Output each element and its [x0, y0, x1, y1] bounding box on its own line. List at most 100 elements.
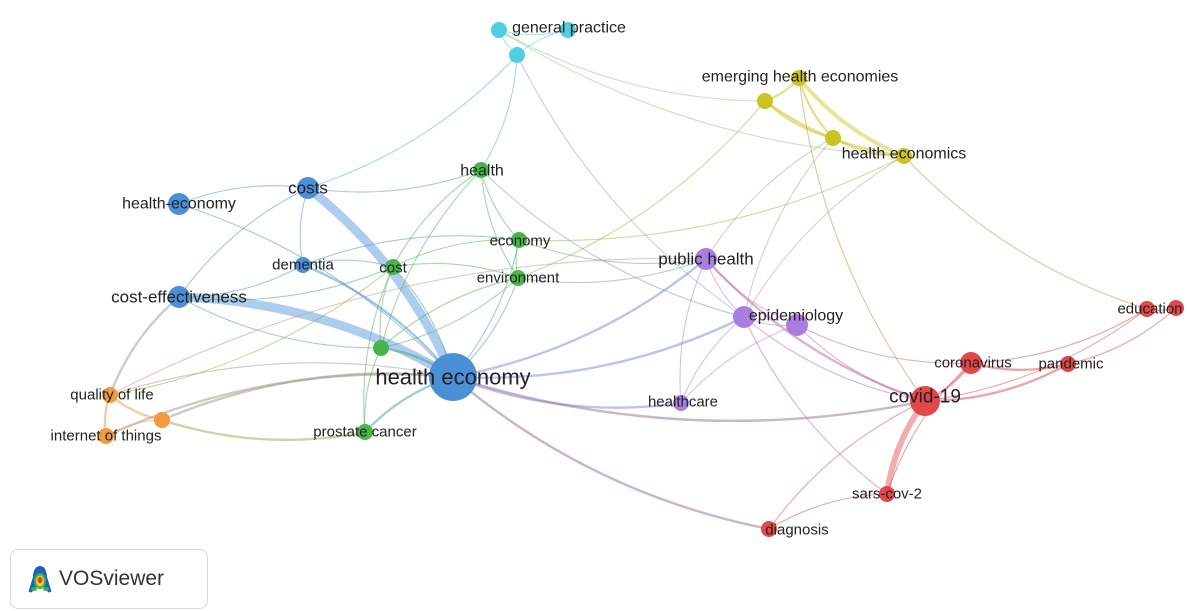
link-costs-dementia	[299, 187, 309, 266]
label-dementia[interactable]: dementia	[272, 257, 334, 274]
label-health[interactable]: health	[460, 163, 504, 180]
link-health-economy	[480, 169, 520, 241]
node-health-economy[interactable]	[429, 353, 477, 401]
link-economy-health-economics	[518, 155, 905, 242]
node-yellow-b[interactable]	[791, 70, 807, 86]
node-general-practice[interactable]	[491, 22, 507, 38]
label-diagnosis[interactable]: diagnosis	[765, 522, 828, 539]
node-cost[interactable]	[385, 259, 401, 275]
node-costs[interactable]	[297, 177, 319, 199]
node-yellow-c[interactable]	[825, 130, 841, 146]
brand-name: VOSviewer	[59, 567, 165, 590]
link-environment-green-unlabeled	[380, 277, 519, 349]
link-yellow-b-covid-19	[798, 77, 926, 402]
label-health-economics[interactable]: health economics	[842, 146, 967, 163]
label-health-economy-2[interactable]: health-economy	[122, 196, 236, 213]
link-health-economy-public-health	[451, 257, 708, 379]
label-healthcare[interactable]: healthcare	[648, 394, 718, 411]
link-costs-cost-effectiveness	[178, 187, 309, 298]
network-links	[103, 29, 1177, 531]
node-prostate-cancer[interactable]	[357, 424, 373, 440]
link-purple-b-healthcare	[680, 324, 798, 404]
node-internet-of-things[interactable]	[98, 428, 114, 444]
link-cost-effectiveness-quality-of-life	[108, 295, 181, 397]
link-yellow-c-public-health	[705, 137, 834, 260]
link-economy-cost	[392, 239, 520, 268]
label-costs[interactable]: costs	[288, 179, 328, 198]
node-sars-cov-2[interactable]	[879, 486, 895, 502]
link-health-economics-education	[903, 155, 1148, 310]
label-prostate-cancer[interactable]: prostate cancer	[313, 424, 416, 441]
label-education[interactable]: education	[1117, 301, 1182, 318]
label-health-economy[interactable]: health economy	[375, 365, 530, 390]
link-costs-cyan-c	[307, 54, 518, 189]
link-yellow-b-health-economics	[797, 76, 906, 158]
node-cyan-c[interactable]	[509, 47, 525, 63]
node-diagnosis[interactable]	[761, 521, 777, 537]
label-economy[interactable]: economy	[490, 233, 551, 250]
node-health-economics[interactable]	[896, 148, 912, 164]
node-cost-effectiveness[interactable]	[168, 286, 190, 308]
link-cost-green-unlabeled	[379, 266, 394, 349]
label-coronavirus[interactable]: coronavirus	[934, 355, 1012, 372]
node-healthcare[interactable]	[673, 395, 689, 411]
node-public-health[interactable]	[695, 248, 717, 270]
label-internet-of-things[interactable]: internet of things	[51, 428, 162, 445]
link-environment-public-health	[517, 258, 707, 284]
label-covid-19[interactable]: covid-19	[889, 387, 961, 408]
node-purple-b[interactable]	[786, 314, 808, 336]
link-environment-emerging-health-economies	[517, 100, 766, 279]
vosviewer-badge[interactable]: VOSviewer	[10, 549, 208, 609]
link-health-cyan-c	[480, 54, 518, 171]
link-purple-b-coronavirus	[796, 324, 972, 364]
link-cost-effectiveness-dementia	[178, 264, 304, 298]
node-emerging-health-economies[interactable]	[757, 93, 773, 109]
link-quality-of-life-cost	[109, 266, 394, 396]
link-health-economy-diagnosis	[451, 375, 771, 531]
link-cyan-c-epidemiology	[516, 54, 745, 318]
link-coronavirus-sars-cov-2	[886, 362, 972, 495]
label-pandemic[interactable]: pandemic	[1038, 356, 1104, 373]
link-covid-19-pandemic	[923, 362, 1070, 403]
label-sars-cov-2[interactable]: sars-cov-2	[852, 486, 922, 503]
link-pandemic-red-b	[1067, 307, 1177, 365]
node-cyan-b[interactable]	[560, 22, 576, 38]
link-health-green-unlabeled	[380, 169, 482, 349]
label-quality-of-life[interactable]: quality of life	[70, 387, 153, 404]
node-epidemiology[interactable]	[733, 306, 755, 328]
link-public-health-covid-19	[704, 257, 927, 403]
link-health-environment	[480, 169, 519, 279]
link-yellow-c-epidemiology	[743, 137, 834, 318]
label-public-health[interactable]: public health	[658, 250, 753, 269]
label-emerging-health-economies[interactable]: emerging health economies	[702, 69, 899, 86]
link-health-cost	[392, 169, 482, 268]
node-covid-19[interactable]	[910, 386, 940, 416]
node-coronavirus[interactable]	[960, 352, 982, 374]
link-green-unlabeled-prostate-cancer	[364, 347, 382, 433]
label-cost-effectiveness[interactable]: cost-effectiveness	[111, 288, 247, 307]
link-epidemiology-sars-cov-2	[743, 316, 888, 495]
label-environment[interactable]: environment	[477, 270, 560, 287]
node-red-b[interactable]	[1168, 300, 1184, 316]
node-dementia[interactable]	[295, 257, 311, 273]
node-economy[interactable]	[511, 232, 527, 248]
network-labels: health economy costs health-economy cost-ef…	[51, 20, 1183, 539]
link-cost-prostate-cancer	[363, 266, 394, 433]
node-quality-of-life[interactable]	[102, 387, 118, 403]
label-cost[interactable]: cost	[379, 260, 407, 277]
node-green-unlabeled[interactable]	[373, 340, 389, 356]
link-orange-b-prostate-cancer	[160, 418, 367, 442]
label-general-practice[interactable]: general practice	[512, 20, 626, 37]
node-education[interactable]	[1139, 301, 1155, 317]
node-environment[interactable]	[510, 270, 526, 286]
node-orange-b[interactable]	[154, 412, 170, 428]
link-coronavirus-education	[970, 308, 1148, 364]
label-epidemiology[interactable]: epidemiology	[749, 308, 843, 325]
node-pandemic[interactable]	[1060, 356, 1076, 372]
link-epidemiology-healthcare	[680, 316, 745, 404]
vosviewer-logo-icon	[28, 566, 52, 593]
node-health-economy-2[interactable]	[168, 193, 190, 215]
node-health[interactable]	[473, 162, 489, 178]
link-sars-cov-2-diagnosis	[768, 493, 888, 530]
